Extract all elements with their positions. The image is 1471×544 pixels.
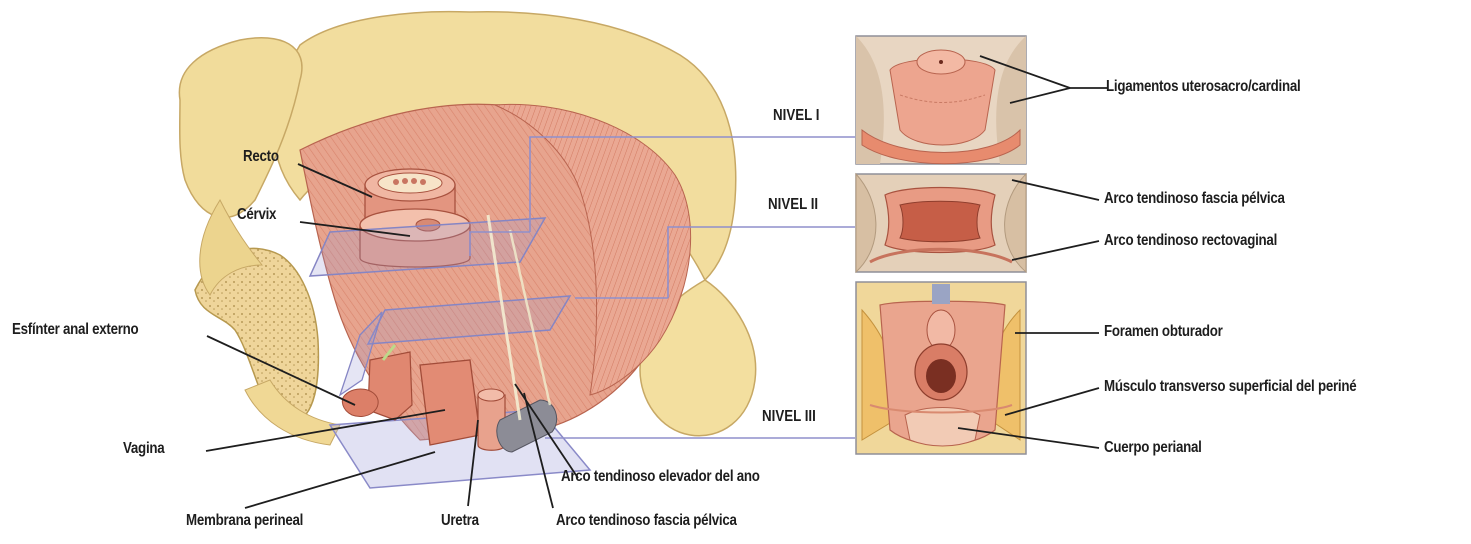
label-arco-fascia-right: Arco tendinoso fascia pélvica (1104, 190, 1285, 208)
panel-nivel-2 (856, 174, 1026, 272)
label-ligamentos: Ligamentos uterosacro/cardinal (1106, 78, 1300, 96)
pelvis-illustration (179, 12, 755, 488)
label-uretra: Uretra (441, 512, 479, 530)
label-arco-elevador: Arco tendinoso elevador del ano (561, 468, 760, 486)
label-foramen: Foramen obturador (1104, 323, 1223, 341)
vagina-structure (420, 360, 480, 445)
label-recto: Recto (243, 148, 279, 166)
label-vagina: Vagina (123, 440, 164, 458)
panel-nivel-1 (856, 36, 1026, 164)
label-cervix: Cérvix (237, 206, 276, 224)
label-cuerpo: Cuerpo perianal (1104, 439, 1202, 457)
label-arco-fascia-bottom: Arco tendinoso fascia pélvica (556, 512, 737, 530)
level-label-3: NIVEL III (762, 408, 816, 426)
ilium-left (179, 38, 302, 218)
sphincter-ring (342, 389, 378, 417)
label-esfinter: Esfínter anal externo (12, 321, 138, 339)
panel-nivel-3 (856, 282, 1026, 454)
label-arco-recto: Arco tendinoso rectovaginal (1104, 232, 1277, 250)
level-label-2: NIVEL II (768, 196, 818, 214)
label-membrana: Membrana perineal (186, 512, 303, 530)
label-musculo: Músculo transverso superficial del perin… (1104, 378, 1356, 396)
level-label-1: NIVEL I (773, 107, 819, 125)
